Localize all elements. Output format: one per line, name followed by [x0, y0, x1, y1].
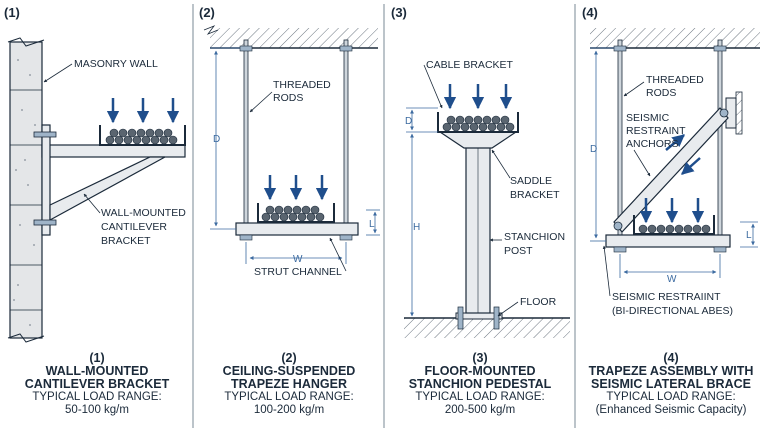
caption-title-line-2: CANTILEVER BRACKET [24, 377, 170, 391]
label-restraint: RESTRAINT [626, 125, 686, 137]
load-arrow-icon [106, 98, 180, 124]
cantilever-arm [41, 144, 186, 158]
caption-range-label: TYPICAL LOAD RANGE: [415, 391, 545, 403]
label-seismic: SEISMIC [626, 112, 670, 124]
caption-number: (3) [472, 351, 488, 365]
caption-range-value: 100-200 kg/m [253, 404, 325, 416]
caption-number: (2) [281, 351, 297, 365]
dim-w: W [667, 274, 677, 285]
panel-3-floor-mounted-stanchion: (3) [391, 5, 570, 338]
load-arrow-icon [263, 175, 329, 201]
cable-bundle [261, 205, 325, 222]
panel-4-seismic-trapeze: (4) [582, 5, 760, 317]
label-bracket: BRACKET [101, 235, 151, 247]
caption-title-line-1: FLOOR-MOUNTED [424, 364, 536, 378]
caption-panel-2: (2) CEILING-SUSPENDED TRAPEZE HANGER TYP… [194, 352, 384, 417]
dim-l: L [369, 219, 375, 230]
load-arrow-icon [443, 84, 513, 110]
threaded-rod [239, 39, 353, 236]
ceiling-slab [590, 28, 760, 48]
caption-title-line-1: WALL-MOUNTED [45, 364, 149, 378]
caption-title-line-2: TRAPEZE HANGER [231, 377, 347, 391]
panel-2-number: (2) [199, 5, 215, 20]
bidirectional-arrow-icon [665, 134, 701, 175]
saddle-bracket [438, 131, 518, 149]
dim-w: W [293, 254, 303, 265]
masonry-wall [9, 41, 43, 339]
label-bi-directional: (BI-DIRECTIONAL ABES) [612, 305, 733, 317]
dim-d: D [405, 116, 412, 127]
caption-range-value: 50-100 kg/m [65, 404, 129, 416]
label-saddle-bracket: BRACKET [510, 189, 560, 201]
ceiling-slab [210, 28, 378, 48]
label-rods: RODS [273, 92, 303, 104]
load-arrow-icon [639, 198, 705, 224]
label-threaded: THREADED [273, 79, 331, 91]
caption-title-line-2: STANCHION PEDESTAL [408, 377, 552, 391]
wall-plate [41, 124, 51, 236]
caption-panel-3: (3) FLOOR-MOUNTED STANCHION PEDESTAL TYP… [385, 352, 575, 417]
panel-2-ceiling-suspended-trapeze: (2) [199, 5, 380, 278]
label-seismic-restraint: SEISMIC RESTRAIINT [612, 291, 721, 303]
dim-h: H [413, 222, 420, 233]
label-floor: FLOOR [520, 296, 557, 308]
dim-d: D [213, 134, 220, 145]
panel-1-wall-mounted-cantilever: (1) [4, 5, 186, 343]
caption-panel-1: (1) WALL-MOUNTED CANTILEVER BRACKET TYPI… [2, 352, 192, 417]
dim-d: D [590, 144, 597, 155]
caption-title-line-2: SEISMIC LATERAL BRACE [591, 377, 751, 391]
label-saddle: SADDLE [510, 175, 552, 187]
caption-range-value: (Enhanced Seismic Capacity) [595, 404, 747, 416]
caption-range-label: TYPICAL LOAD RANGE: [32, 391, 162, 403]
cable-bundle [442, 115, 515, 132]
label-cable-bracket: CABLE BRACKET [426, 59, 514, 71]
panel-4-number: (4) [582, 5, 598, 20]
cable-bundle [638, 224, 711, 234]
label-threaded: THREADED [646, 74, 704, 86]
caption-range-label: TYPICAL LOAD RANGE: [606, 391, 736, 403]
diagonal-strut [49, 156, 166, 222]
label-wall-mounted: WALL-MOUNTED [101, 207, 186, 219]
label-stanchion: STANCHION [504, 231, 565, 243]
caption-title-line-1: TRAPEZE ASSEMBLY WITH [588, 364, 754, 378]
anchor-bolt-icon [33, 131, 57, 226]
caption-range-value: 200-500 kg/m [444, 404, 516, 416]
panel-1-number: (1) [4, 5, 20, 20]
label-cantilever: CANTILEVER [101, 221, 167, 233]
strut-channel [605, 234, 731, 248]
label-masonry-wall: MASONRY WALL [74, 58, 158, 70]
dim-l: L [746, 230, 752, 241]
caption-number: (1) [89, 351, 105, 365]
label-rods: RODS [646, 87, 676, 99]
anchor-bolt-icon [457, 306, 500, 330]
caption-range-label: TYPICAL LOAD RANGE: [224, 391, 354, 403]
caption-panel-4: (4) TRAPEZE ASSEMBLY WITH SEISMIC LATERA… [576, 352, 766, 417]
caption-number: (4) [663, 351, 679, 365]
caption-title-line-1: CEILING-SUSPENDED [222, 364, 356, 378]
label-post: POST [504, 245, 533, 257]
label-strut-channel: STRUT CHANNEL [254, 266, 342, 278]
floor-slab [404, 318, 570, 338]
label-anchors: ANCHORS [626, 138, 679, 150]
panel-3-number: (3) [391, 5, 407, 20]
strut-channel [235, 222, 359, 236]
cable-bundle [105, 128, 178, 145]
